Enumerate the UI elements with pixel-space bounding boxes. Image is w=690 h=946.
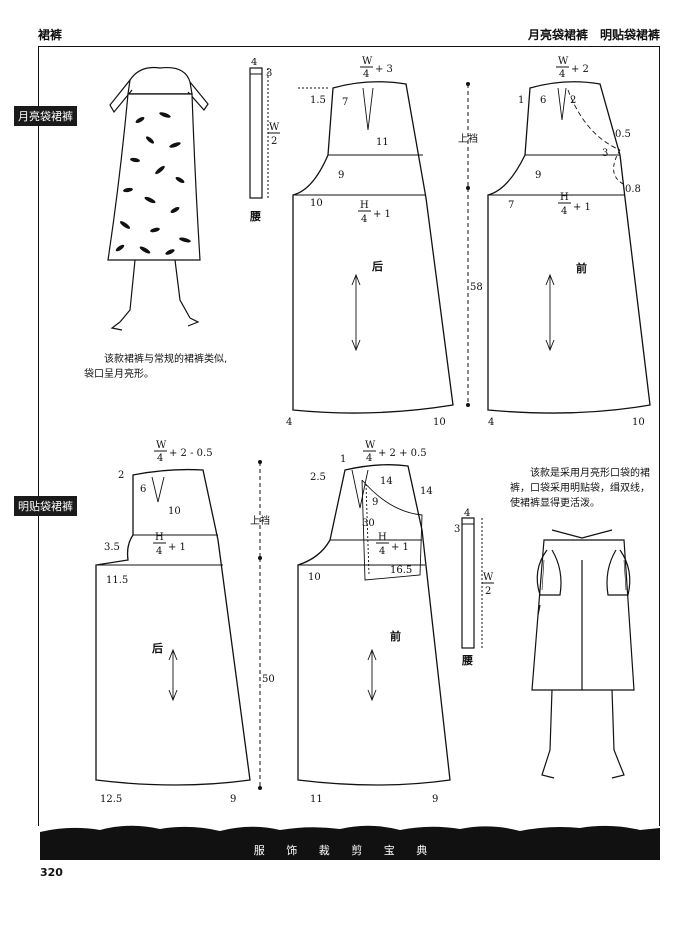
- front2-dim-14b: 14: [420, 486, 433, 497]
- front1-dim-7: 7: [508, 200, 514, 211]
- back1-dim-9: 9: [338, 170, 344, 181]
- front2-hem-left: 11: [310, 794, 323, 805]
- front1-label: 前: [576, 261, 587, 275]
- front1-hip-h: H: [560, 192, 569, 203]
- front1-waist-plus: + 2: [571, 64, 589, 75]
- front1-hip-plus: + 1: [573, 202, 591, 213]
- back1-hip-h: H: [360, 200, 369, 211]
- front1-waist-4: 4: [559, 69, 565, 80]
- page-number: 320: [40, 866, 63, 879]
- back2-waist-plus: + 2 - 0.5: [169, 448, 213, 459]
- running-header-right: 月亮袋裙裤 明贴袋裙裤: [527, 28, 660, 42]
- back2-hem-right: 9: [230, 794, 236, 805]
- back2-waist-4: 4: [157, 453, 163, 464]
- back2-hip-plus: + 1: [168, 542, 186, 553]
- waistband2-w: W: [483, 572, 494, 583]
- back1-waist-plus: + 3: [375, 64, 393, 75]
- back-pattern-1: W 4 + 3 1.5 7 11 9 10 H 4 + 1 后 4 10: [286, 56, 454, 428]
- front1-hem-left: 4: [488, 417, 494, 428]
- front2-label: 前: [390, 629, 401, 643]
- front2-dim-9: 9: [372, 497, 378, 508]
- waistband-w: W: [269, 122, 280, 133]
- waistband-label: 腰: [249, 210, 261, 223]
- back2-dim-3-5: 3.5: [104, 542, 120, 553]
- back2-dim-2: 2: [118, 470, 124, 481]
- back2-dim-10: 10: [168, 506, 181, 517]
- back1-hip-plus: + 1: [373, 209, 391, 220]
- length-50: 50: [262, 674, 275, 685]
- waistband2-dim-4: 4: [464, 508, 470, 519]
- back2-hip-h: H: [155, 532, 164, 543]
- back1-hem-right: 10: [433, 417, 446, 428]
- front2-dim-30: 30: [362, 518, 375, 529]
- front1-waist-w: W: [558, 56, 569, 67]
- upper-crotch-label-2: 上裆: [250, 514, 270, 527]
- waistband-pattern-1: 4 3 W 2 腰: [249, 58, 280, 223]
- front2-hip-h: H: [378, 532, 387, 543]
- right-margin-rule: [659, 46, 660, 826]
- back1-waist-4: 4: [363, 69, 369, 80]
- footer-banner-text: 服 饰 裁 剪 宝 典: [253, 844, 437, 857]
- header-rule: [38, 46, 660, 47]
- fashion-illustration-patch-pocket: [531, 529, 635, 779]
- front2-hem-right: 9: [432, 794, 438, 805]
- front2-dim-14a: 14: [380, 476, 393, 487]
- back1-dim-7: 7: [342, 97, 348, 108]
- front2-waist-plus: + 2 + 0.5: [378, 448, 427, 459]
- side-labels-pattern-2: 上裆 50: [250, 460, 275, 790]
- front1-dim-1: 1: [518, 95, 524, 106]
- fashion-illustration-moon-pocket: [107, 66, 209, 331]
- caption-patch-pocket: 该款是采用月亮形口袋的裙裤，口袋采用明贴袋，缉双线，使裙裤显得更活泼。: [510, 468, 650, 509]
- waistband-2: 2: [271, 136, 277, 147]
- front2-dim-16-5: 16.5: [390, 565, 412, 576]
- running-header-left: 裙裤: [38, 28, 63, 42]
- length-58: 58: [470, 282, 483, 293]
- caption-moon-pocket: 该款裙裤与常规的裙裤类似,袋口呈月亮形。: [84, 354, 228, 380]
- back2-waist-w: W: [156, 440, 167, 451]
- front-pattern-2: W 4 + 2 + 0.5 1 2.5 14 14 9 30 10 16.5 H…: [297, 440, 451, 805]
- front2-hip-4: 4: [379, 546, 385, 557]
- back1-hip-4: 4: [361, 214, 367, 225]
- front2-dim-1: 1: [340, 454, 346, 465]
- front2-dim-10: 10: [308, 572, 321, 583]
- back1-waist-w: W: [362, 56, 373, 67]
- back2-hip-4: 4: [156, 546, 162, 557]
- back1-dim-1-5: 1.5: [310, 95, 326, 106]
- front-pattern-1: W 4 + 2 1 6 2 0.5 3 9 7 0.8 H 4 + 1 前 4 …: [487, 56, 651, 428]
- front1-dim-6: 6: [540, 95, 546, 106]
- back1-dim-11: 11: [376, 137, 389, 148]
- back2-dim-11-5: 11.5: [106, 575, 128, 586]
- back2-dim-6: 6: [140, 484, 146, 495]
- footer-banner: [40, 825, 660, 860]
- section-tag-moon-pocket: 月亮袋裙裤: [14, 106, 77, 126]
- waistband-pattern-2: 4 3 W 2 腰: [454, 508, 494, 667]
- back-pattern-2: W 4 + 2 - 0.5 2 6 10 3.5 11.5 H 4 + 1 后 …: [95, 440, 251, 805]
- section-tag-patch-pocket: 明贴袋裙裤: [14, 496, 77, 516]
- front1-dim-2: 2: [570, 95, 576, 106]
- back2-hem-left: 12.5: [100, 794, 122, 805]
- front1-dim-9: 9: [535, 170, 541, 181]
- waistband-dim-3: 3: [266, 68, 272, 79]
- front1-dim-3: 3: [602, 148, 608, 159]
- waistband-dim-4: 4: [251, 58, 257, 68]
- back1-hem-left: 4: [286, 417, 292, 428]
- back1-dim-10: 10: [310, 198, 323, 209]
- back2-label: 后: [152, 641, 163, 655]
- front2-hip-plus: + 1: [391, 542, 409, 553]
- front2-dim-2-5: 2.5: [310, 472, 326, 483]
- front1-hem-right: 10: [632, 417, 645, 428]
- waistband2-label: 腰: [461, 654, 473, 667]
- front1-hip-4: 4: [561, 206, 567, 217]
- left-margin-rule: [38, 46, 39, 826]
- upper-crotch-label-1: 上裆: [458, 132, 478, 145]
- front1-dim-0-5: 0.5: [615, 129, 631, 140]
- waistband2-2: 2: [485, 586, 491, 597]
- waistband2-dim-3: 3: [454, 524, 460, 535]
- front2-waist-4: 4: [366, 453, 372, 464]
- back1-label: 后: [372, 259, 383, 273]
- side-labels-pattern-1: 上裆 58: [458, 82, 483, 407]
- front1-dim-0-8: 0.8: [625, 184, 641, 195]
- front2-waist-w: W: [365, 440, 376, 451]
